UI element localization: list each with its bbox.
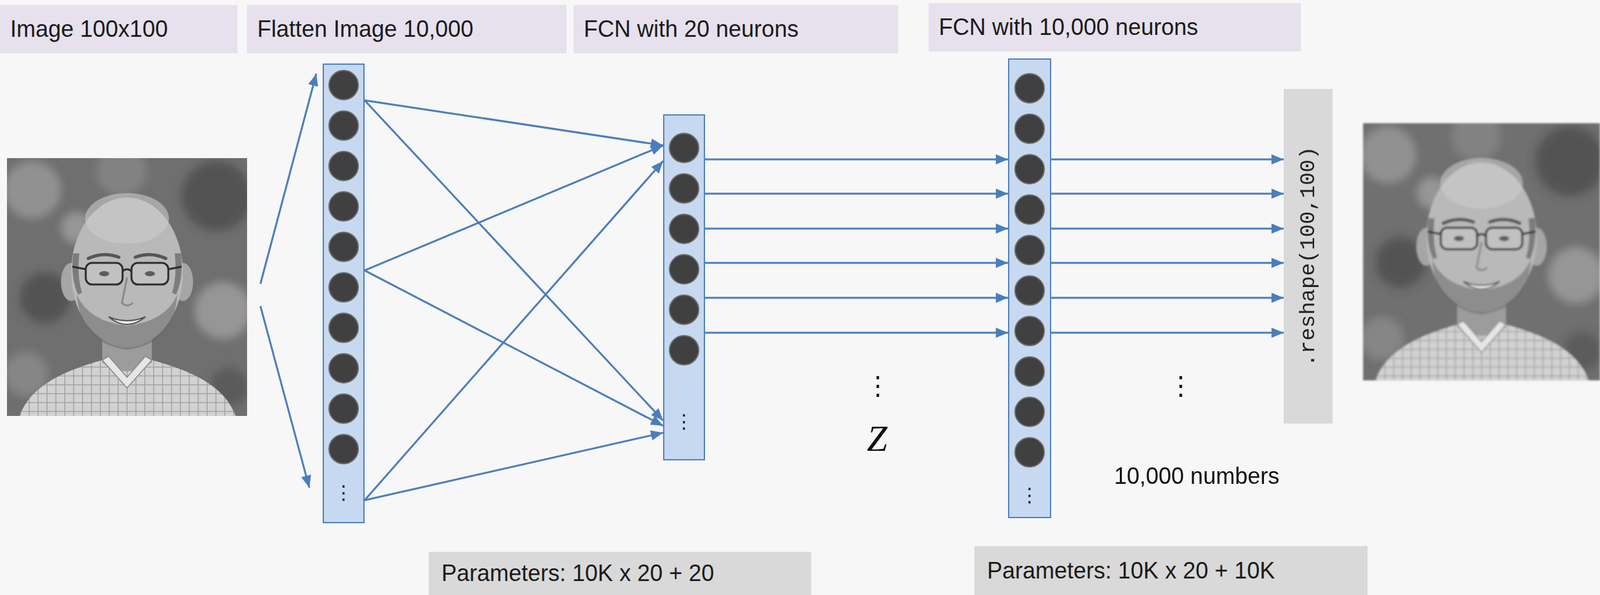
output-size-label: 10,000 numbers bbox=[1114, 462, 1280, 490]
connector-line bbox=[1051, 297, 1284, 300]
box-text: Parameters: 10K x 20 + 10K bbox=[987, 557, 1275, 585]
neuron-symbols bbox=[1009, 59, 1050, 518]
connector-line bbox=[705, 332, 1009, 335]
connector-line bbox=[364, 161, 664, 501]
neuron bbox=[1015, 356, 1045, 387]
neuron bbox=[669, 133, 699, 163]
connector-line bbox=[1051, 332, 1284, 335]
box-text: Parameters: 10K x 20 + 20 bbox=[441, 559, 714, 588]
code-text: .reshape(100,100) bbox=[1295, 146, 1322, 367]
neuron bbox=[1015, 316, 1045, 346]
ellipsis: ⋮ bbox=[323, 480, 364, 506]
ellipsis: ⋮ bbox=[664, 409, 704, 435]
encoder-layer-tag: FCN with 20 neurons bbox=[573, 5, 899, 54]
ellipsis: ⋮ bbox=[865, 370, 891, 401]
flatten-tag: Flatten Image 10,000 bbox=[247, 5, 567, 54]
box-text: FCN with 20 neurons bbox=[583, 15, 799, 44]
neuron bbox=[329, 394, 359, 424]
connector-line bbox=[1051, 158, 1284, 161]
connector-line bbox=[1051, 228, 1284, 230]
input-arrow bbox=[260, 73, 317, 284]
neuron bbox=[669, 295, 699, 325]
ellipsis: ⋮ bbox=[1009, 482, 1050, 509]
connector-line bbox=[705, 158, 1009, 161]
connector bbox=[705, 159, 1009, 333]
parameter-count-box: Parameters: 10K x 20 + 10K bbox=[974, 546, 1368, 595]
box-text: FCN with 10,000 neurons bbox=[938, 13, 1198, 42]
connector bbox=[1051, 159, 1284, 333]
neuron bbox=[329, 434, 359, 464]
neuron-symbols bbox=[664, 115, 704, 460]
connector-line bbox=[364, 432, 664, 500]
connector bbox=[364, 100, 664, 501]
neuron bbox=[669, 174, 699, 204]
neuron bbox=[329, 353, 359, 384]
connector-line bbox=[364, 145, 664, 271]
input-size-tag: Image 100x100 bbox=[0, 5, 238, 54]
connector-line bbox=[364, 100, 664, 421]
parameter-count-box: Parameters: 10K x 20 + 20 bbox=[428, 551, 812, 595]
neuron bbox=[1015, 437, 1045, 467]
connector-line bbox=[1051, 193, 1284, 195]
reshape-call-box: .reshape(100,100) bbox=[1283, 88, 1333, 424]
connector-line bbox=[705, 228, 1009, 230]
neuron bbox=[1015, 397, 1045, 427]
connector-line bbox=[364, 100, 664, 146]
neuron bbox=[1015, 114, 1045, 144]
neuron bbox=[1015, 235, 1045, 265]
neuron bbox=[329, 313, 359, 343]
neuron bbox=[669, 336, 699, 366]
output-neuron-column: ⋮ bbox=[1008, 58, 1052, 519]
neuron bbox=[669, 254, 699, 284]
connector-line bbox=[364, 270, 664, 427]
neuron bbox=[329, 273, 359, 303]
box-text: Image 100x100 bbox=[10, 15, 168, 44]
box-text: Flatten Image 10,000 bbox=[257, 15, 474, 44]
neuron bbox=[329, 151, 359, 181]
neuron bbox=[329, 191, 359, 222]
neuron bbox=[329, 111, 359, 141]
neuron bbox=[1015, 154, 1045, 184]
neuron bbox=[329, 70, 359, 100]
connector-line bbox=[705, 193, 1009, 195]
input-arrow bbox=[260, 306, 310, 488]
input-neuron-column: ⋮ bbox=[322, 63, 365, 524]
neuron bbox=[1015, 73, 1045, 103]
neuron bbox=[1015, 194, 1045, 225]
connector-line bbox=[1051, 262, 1284, 265]
reconstructed-face-photo bbox=[1359, 110, 1600, 381]
neuron bbox=[1015, 276, 1045, 306]
neuron-symbols bbox=[323, 64, 364, 523]
latent-neuron-column: ⋮ bbox=[663, 114, 706, 461]
connector-line bbox=[705, 297, 1009, 300]
ellipsis: ⋮ bbox=[1168, 370, 1194, 401]
latent-code-label: Z bbox=[867, 416, 888, 462]
decoder-layer-tag: FCN with 10,000 neurons bbox=[928, 3, 1301, 52]
neuron bbox=[329, 232, 359, 262]
input-face-photo bbox=[3, 145, 252, 417]
connector-line bbox=[705, 262, 1009, 265]
neuron bbox=[669, 214, 699, 244]
